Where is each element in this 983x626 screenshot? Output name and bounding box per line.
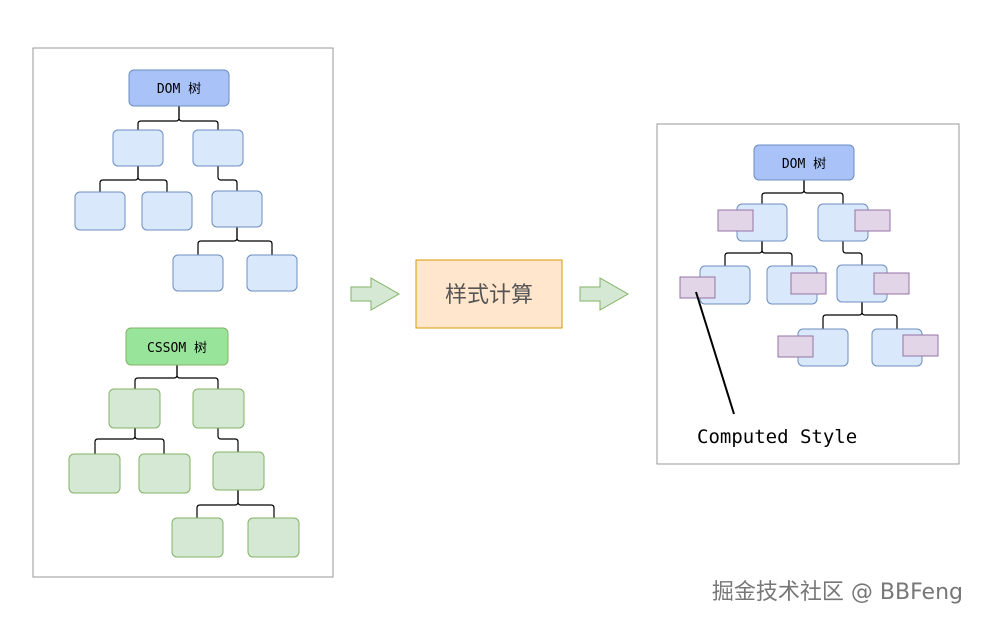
cssom-node bbox=[247, 517, 300, 558]
connector bbox=[176, 365, 219, 389]
cssom-tree: CSSOM 树 bbox=[68, 327, 300, 558]
connector bbox=[803, 180, 844, 204]
cssom-tree-connectors bbox=[94, 365, 275, 518]
flow: 样式计算 bbox=[350, 259, 630, 329]
dom-node bbox=[172, 254, 224, 292]
connector bbox=[134, 428, 165, 454]
dom-node bbox=[192, 129, 244, 167]
dom-node bbox=[112, 129, 164, 167]
left-panel-frame bbox=[32, 47, 334, 578]
cssom-node bbox=[171, 517, 224, 558]
cssom-node bbox=[138, 453, 191, 494]
connector bbox=[761, 241, 793, 266]
dom-root-label: DOM 树 bbox=[157, 82, 201, 97]
computed-style-tag bbox=[902, 334, 939, 357]
cssom-node bbox=[192, 388, 245, 429]
connector bbox=[217, 166, 238, 191]
computed-style-tag bbox=[854, 209, 891, 232]
connector bbox=[178, 106, 219, 130]
connector bbox=[137, 166, 168, 192]
cssom-node bbox=[108, 388, 161, 429]
left-panel: DOM 树 CSSOM 树 bbox=[32, 47, 334, 578]
process-box bbox=[415, 259, 563, 329]
connector bbox=[861, 302, 898, 329]
dom-root-node bbox=[128, 69, 230, 107]
render-tree-connectors bbox=[724, 180, 898, 329]
computed-style-tag bbox=[873, 272, 910, 295]
dom-node bbox=[211, 190, 263, 228]
computed-style-annotation: Computed Style bbox=[697, 426, 857, 448]
cssom-root-label: CSSOM 树 bbox=[147, 341, 207, 356]
dom-tree: DOM 树 bbox=[74, 69, 298, 292]
flow-arrow-in bbox=[350, 277, 401, 311]
connector bbox=[237, 490, 275, 518]
computed-style-tag bbox=[790, 272, 827, 295]
computed-style-tag bbox=[777, 335, 814, 358]
right-panel: DOM 树 Computed Style bbox=[656, 123, 960, 465]
process-label: 样式计算 bbox=[445, 283, 533, 308]
render-dom-root-label: DOM 树 bbox=[782, 157, 826, 172]
watermark: 掘金技术社区 @ BBFeng bbox=[712, 580, 963, 605]
computed-style-tags bbox=[679, 209, 939, 358]
cssom-node bbox=[68, 453, 121, 494]
flow-arrow-out bbox=[579, 277, 630, 311]
connector bbox=[217, 428, 239, 452]
dom-node bbox=[141, 191, 193, 231]
cssom-node bbox=[212, 451, 265, 491]
dom-node bbox=[246, 254, 298, 292]
connector bbox=[842, 241, 863, 265]
cssom-root-node bbox=[125, 327, 229, 366]
connector bbox=[236, 227, 273, 255]
render-dom-root-node bbox=[753, 144, 855, 181]
computed-style-tag bbox=[717, 209, 754, 232]
dom-tree-connectors bbox=[99, 106, 273, 255]
annotation-pointer bbox=[695, 291, 735, 415]
dom-node bbox=[74, 191, 126, 231]
